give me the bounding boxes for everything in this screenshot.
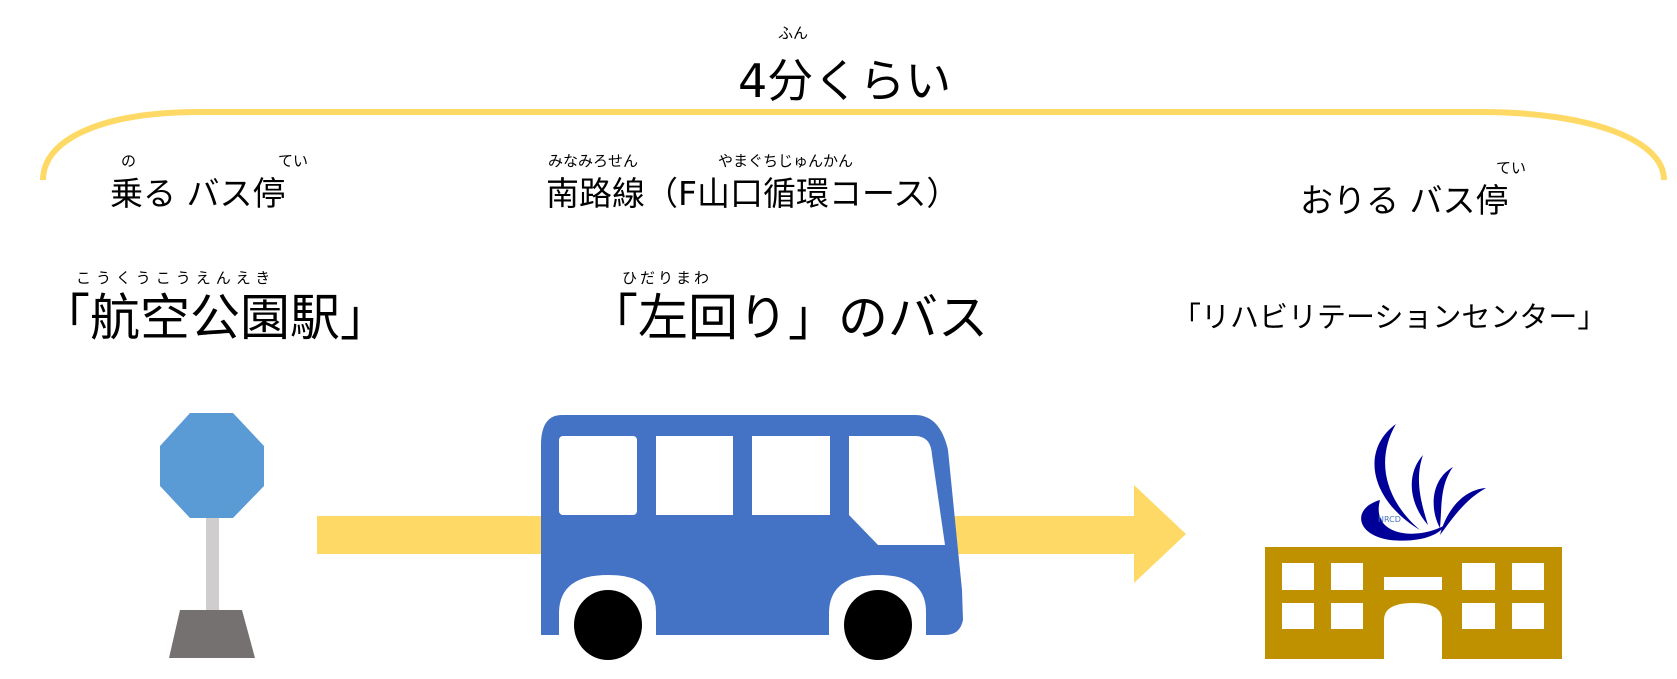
board-ruby-noru: の bbox=[121, 152, 136, 170]
duration-ruby: ふん bbox=[778, 24, 808, 42]
board-stop-label: 乗る バス停 bbox=[110, 174, 286, 213]
route-label: 南路線（F山口循環コース） bbox=[546, 174, 959, 213]
alight-ruby-tei: てい bbox=[1496, 159, 1526, 177]
route-ruby-minami: みなみろせん bbox=[548, 152, 638, 170]
duration-brace bbox=[40, 109, 1667, 181]
front-wheel-icon bbox=[574, 590, 642, 660]
alight-stop-name: 「リハビリテーションセンター」 bbox=[1172, 300, 1606, 334]
route-ruby-yamaguchi: やまぐちじゅんかん bbox=[718, 152, 853, 170]
logo-text: NRCD bbox=[1378, 515, 1401, 524]
board-stop-name-ruby: こうくうこうえんえき bbox=[76, 269, 275, 287]
building-icon bbox=[1265, 547, 1562, 659]
board-ruby-tei: てい bbox=[278, 152, 308, 170]
bus-stop-icon bbox=[160, 413, 264, 658]
route-bus-name: 「左回り」のバス bbox=[588, 289, 988, 347]
route-bus-ruby: ひだりまわ bbox=[622, 269, 712, 287]
alight-stop-label: おりる バス停 bbox=[1300, 181, 1509, 220]
nrcd-logo: NRCD bbox=[1361, 424, 1486, 541]
bus-icon bbox=[541, 415, 963, 660]
duration-text: 4分くらい bbox=[738, 54, 951, 108]
rear-wheel-icon bbox=[844, 590, 912, 660]
board-stop-name: 「航空公園駅」 bbox=[40, 289, 390, 347]
